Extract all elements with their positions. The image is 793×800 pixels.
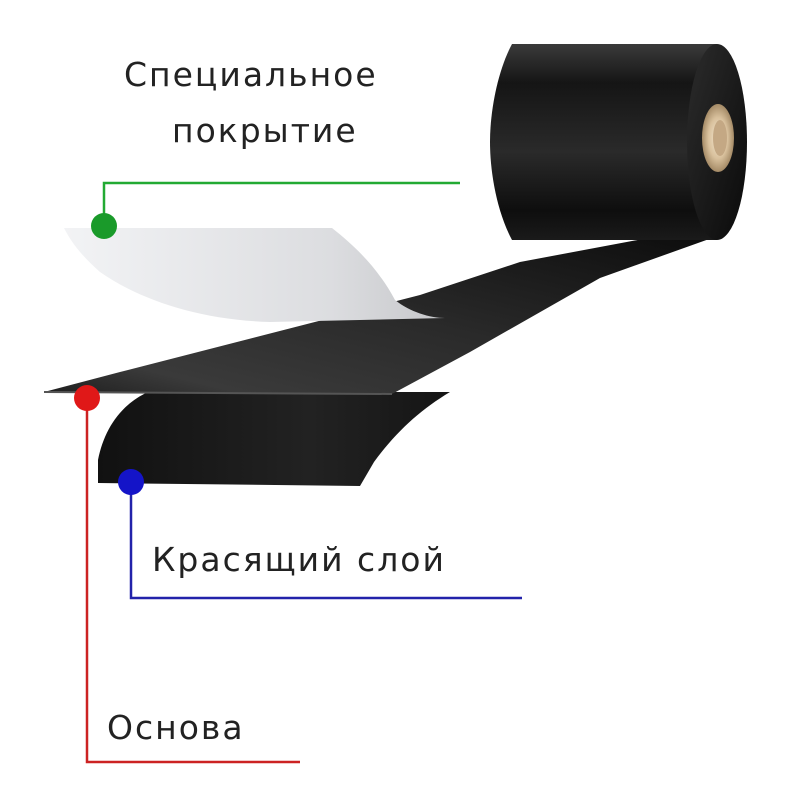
ink-marker xyxy=(118,469,144,495)
ink-callout-line xyxy=(129,482,522,600)
coating-callout-line xyxy=(102,181,460,226)
coating-marker xyxy=(91,213,117,239)
ink-layer-shape xyxy=(98,392,450,486)
base-tape-edge xyxy=(43,391,393,395)
base-label: Основа xyxy=(107,708,245,747)
coating-label-line2: покрытие xyxy=(172,111,358,150)
coating-film-shape xyxy=(64,228,445,322)
ribbon-roll-body xyxy=(490,44,717,240)
coating-label-line1: Специальное xyxy=(124,55,378,94)
ribbon-core-hole xyxy=(713,120,727,156)
base-callout-line xyxy=(85,398,300,764)
base-marker xyxy=(74,385,100,411)
ink-layer-label: Красящий слой xyxy=(152,540,446,579)
